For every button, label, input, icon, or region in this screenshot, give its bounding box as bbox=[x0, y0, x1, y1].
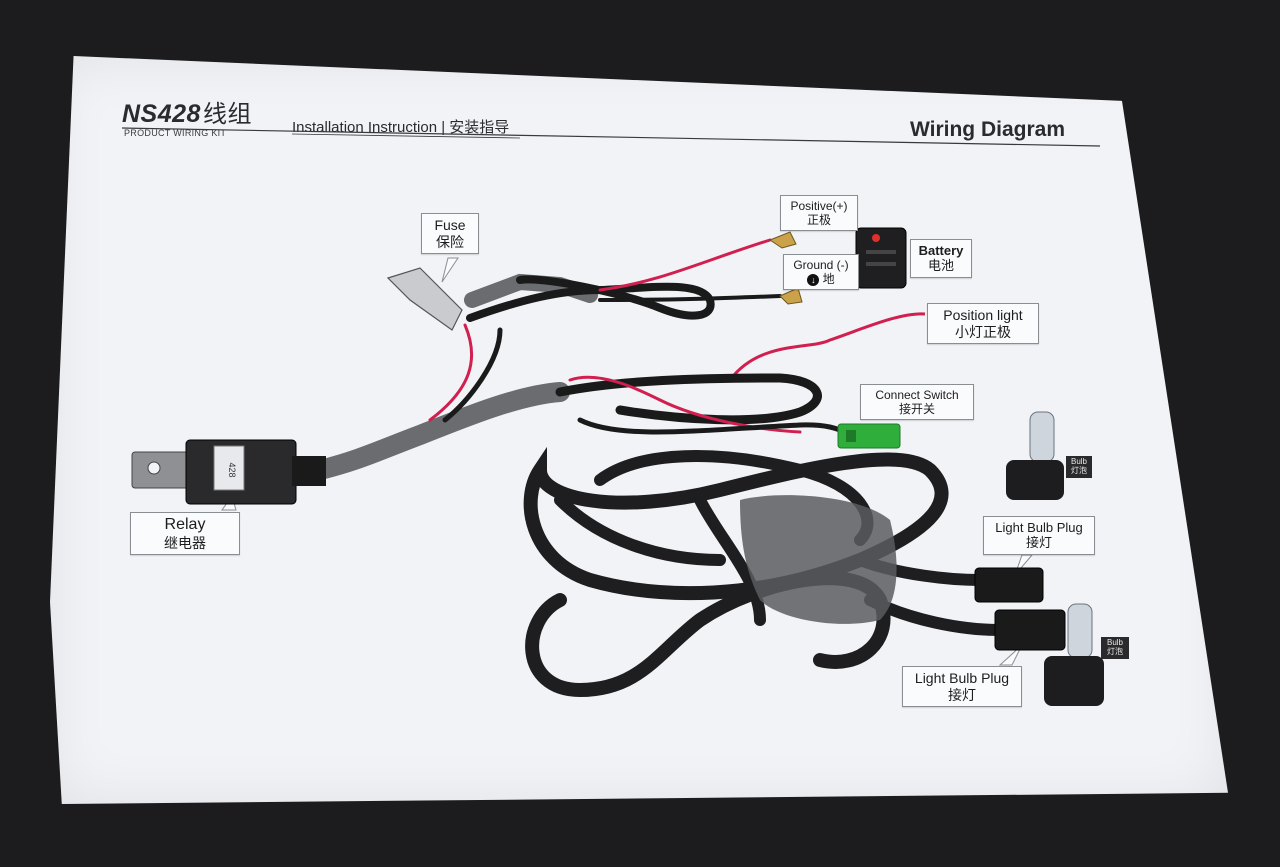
ground-label: Ground (-) ↓ 地 bbox=[783, 254, 859, 291]
bulb-lower-icon bbox=[1044, 603, 1104, 706]
relay-icon: 428 bbox=[131, 439, 326, 505]
battery-icon bbox=[855, 227, 907, 289]
bulb-plug-connectors bbox=[974, 567, 1066, 651]
model-title: NS428线组 bbox=[122, 100, 252, 128]
position-light-wire bbox=[728, 312, 926, 381]
diagram-title: Wiring Diagram bbox=[910, 118, 1065, 141]
positive-label: Positive(+)正极 bbox=[780, 195, 858, 232]
fuse-holder bbox=[386, 267, 598, 331]
relay-marking: 428 bbox=[227, 462, 237, 477]
ground-arrow-icon: ↓ bbox=[807, 274, 820, 287]
relay-cable-trunk bbox=[310, 323, 853, 480]
battery-cables bbox=[466, 238, 782, 322]
coiled-harness bbox=[523, 446, 1006, 698]
tape-wrap bbox=[740, 495, 897, 624]
bulb-upper-icon bbox=[1006, 411, 1064, 500]
product-subtitle: PRODUCT WIRING KIT bbox=[124, 128, 227, 138]
ring-terminals bbox=[768, 231, 803, 305]
switch-connector bbox=[837, 423, 901, 449]
